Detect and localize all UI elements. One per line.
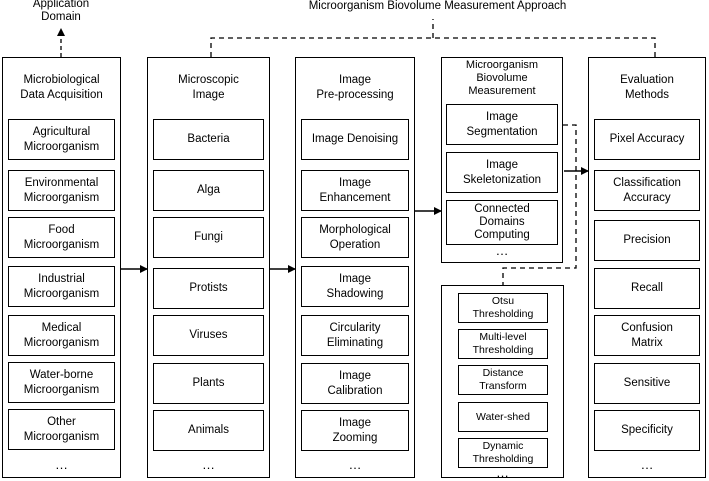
item-recall: Recall <box>594 268 700 309</box>
item-precision: Precision <box>594 220 700 261</box>
item-specificity: Specificity <box>594 410 700 451</box>
item-connected-domains-computing: Connected Domains Computing <box>446 200 558 245</box>
item-water-borne-microorganism: Water-borne Microorganism <box>8 362 115 403</box>
item-image-skeletonization: Image Skeletonization <box>446 152 558 193</box>
column-title: Microscopic Image <box>178 74 239 101</box>
item-multi-level-thresholding: Multi-level Thresholding <box>458 329 548 359</box>
item-environmental-microorganism: Environmental Microorganism <box>8 170 115 211</box>
column-evaluation-methods: Evaluation Methods Pixel Accuracy Classi… <box>588 57 706 478</box>
item-food-microorganism: Food Microorganism <box>8 217 115 258</box>
item-water-shed: Water-shed <box>458 402 548 432</box>
item-image-calibration: Image Calibration <box>301 363 409 404</box>
item-dynamic-thresholding: Dynamic Thresholding <box>458 438 548 468</box>
more-ellipsis: … <box>55 457 68 472</box>
approach-bracket <box>210 37 656 57</box>
item-image-shadowing: Image Shadowing <box>301 266 409 307</box>
item-bacteria: Bacteria <box>153 119 264 160</box>
item-plants: Plants <box>153 363 264 404</box>
more-ellipsis: … <box>202 457 215 472</box>
item-viruses: Viruses <box>153 315 264 356</box>
item-other-microorganism: Other Microorganism <box>8 409 115 450</box>
item-sensitive: Sensitive <box>594 363 700 404</box>
item-fungi: Fungi <box>153 217 264 258</box>
column-title: Microorganism Biovolume Measurement <box>465 59 539 97</box>
column-title: Image Pre-processing <box>316 74 394 101</box>
column-image-preprocessing: Image Pre-processing Image Denoising Ima… <box>295 57 415 478</box>
column-title: Evaluation Methods <box>620 74 674 101</box>
item-agricultural-microorganism: Agricultural Microorganism <box>8 119 115 160</box>
column-data-acquisition: Microbiological Data Acquisition Agricul… <box>2 57 121 478</box>
item-confusion-matrix: Confusion Matrix <box>594 315 700 356</box>
item-pixel-accuracy: Pixel Accuracy <box>594 119 700 160</box>
segmentation-methods-link <box>502 124 577 285</box>
more-ellipsis: … <box>496 465 509 480</box>
column-microscopic-image: Microscopic Image Bacteria Alga Fungi Pr… <box>147 57 270 478</box>
column-biovolume-measurement: Microorganism Biovolume Measurement Imag… <box>441 57 563 263</box>
application-domain-label: Application Domain <box>32 0 90 23</box>
item-image-segmentation: Image Segmentation <box>446 104 558 145</box>
segmentation-methods-panel: Otsu Thresholding Multi-level Thresholdi… <box>441 285 564 480</box>
more-ellipsis: … <box>495 243 509 258</box>
more-ellipsis: … <box>348 457 362 472</box>
item-protists: Protists <box>153 268 264 309</box>
item-animals: Animals <box>153 410 264 451</box>
item-image-enhancement: Image Enhancement <box>301 170 409 211</box>
item-image-denoising: Image Denoising <box>301 119 409 160</box>
item-classification-accuracy: Classification Accuracy <box>594 170 700 211</box>
item-morphological-operation: Morphological Operation <box>301 217 409 258</box>
item-image-zooming: Image Zooming <box>301 410 409 451</box>
approach-label: Microorganism Biovolume Measurement Appr… <box>308 0 567 12</box>
item-distance-transform: Distance Transform <box>458 365 548 395</box>
more-ellipsis: … <box>640 457 654 472</box>
item-otsu-thresholding: Otsu Thresholding <box>458 293 548 323</box>
item-alga: Alga <box>153 170 264 211</box>
column-title: Microbiological Data Acquisition <box>20 74 103 101</box>
item-circularity-eliminating: Circularity Eliminating <box>301 315 409 356</box>
item-medical-microorganism: Medical Microorganism <box>8 315 115 356</box>
item-industrial-microorganism: Industrial Microorganism <box>8 266 115 307</box>
